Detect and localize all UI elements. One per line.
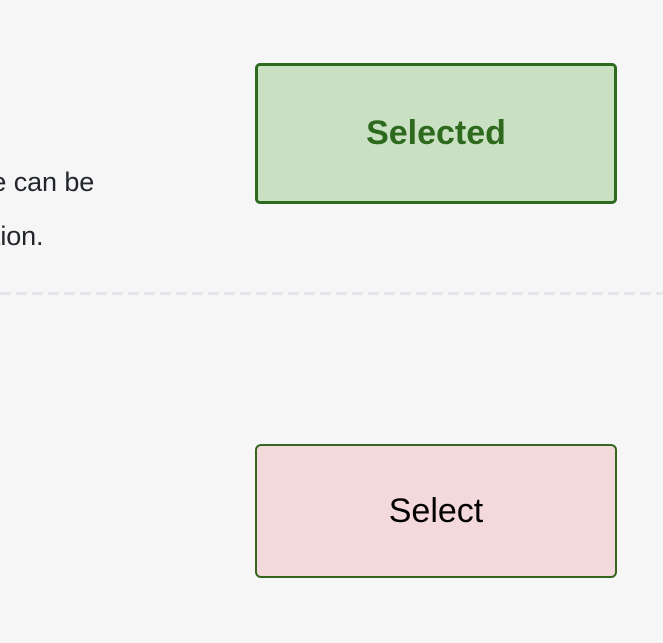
description-line: ation. bbox=[0, 221, 44, 251]
description-line: ce can be bbox=[0, 167, 95, 197]
list-item: ce can be ation. Selected bbox=[0, 0, 663, 292]
list-item: ession 2 Big Idea of alues) and Select bbox=[0, 295, 663, 643]
item-description: ce can be ation. bbox=[0, 155, 240, 263]
select-button[interactable]: Select bbox=[255, 444, 617, 578]
dashed-divider bbox=[0, 292, 663, 295]
selected-button[interactable]: Selected bbox=[255, 63, 617, 204]
